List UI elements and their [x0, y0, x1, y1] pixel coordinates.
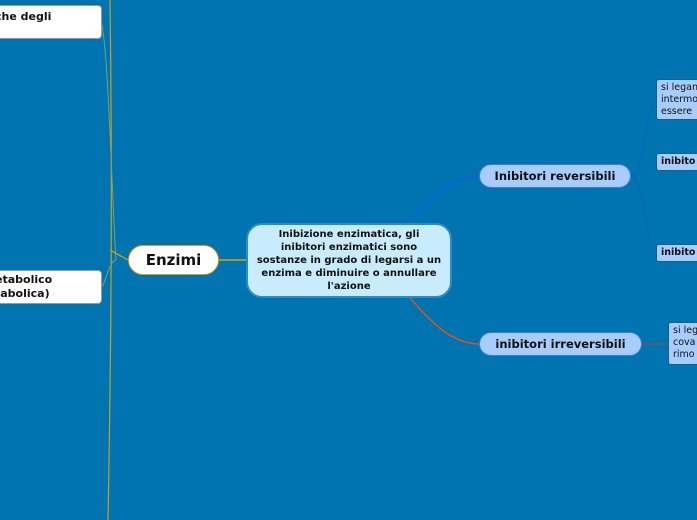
node-center-inibizione[interactable]: Inibizione enzimatica, gli inibitori enz… [246, 223, 452, 298]
node-inibitori-reversibili[interactable]: Inibitori reversibili [479, 164, 631, 188]
link-rev-leaf3 [630, 175, 658, 254]
link-rev-leaf1 [630, 99, 658, 177]
node-root-enzimi[interactable]: Enzimi [128, 245, 219, 275]
link-center-irr [409, 297, 481, 345]
link-root-trunk-join [109, 249, 129, 261]
link-center-rev [409, 175, 481, 223]
link-root-trunk [107, 0, 112, 520]
node-inibitori-irreversibili[interactable]: inibitori irreversibili [479, 332, 642, 356]
node-irr-leaf-1[interactable]: si leg cova rimo [668, 322, 697, 365]
link-root-leftmid [100, 259, 117, 288]
link-rev-leaf2 [630, 161, 658, 177]
node-rev-leaf-2[interactable]: inibito [656, 153, 697, 171]
node-left-top[interactable]: che degli [0, 5, 102, 39]
node-rev-leaf-3[interactable]: inibito [656, 244, 697, 262]
link-root-lefttop [100, 21, 117, 261]
node-left-mid[interactable]: etabolico tabolica) [0, 270, 102, 304]
node-rev-leaf-1[interactable]: si legan intermo essere [656, 79, 697, 120]
